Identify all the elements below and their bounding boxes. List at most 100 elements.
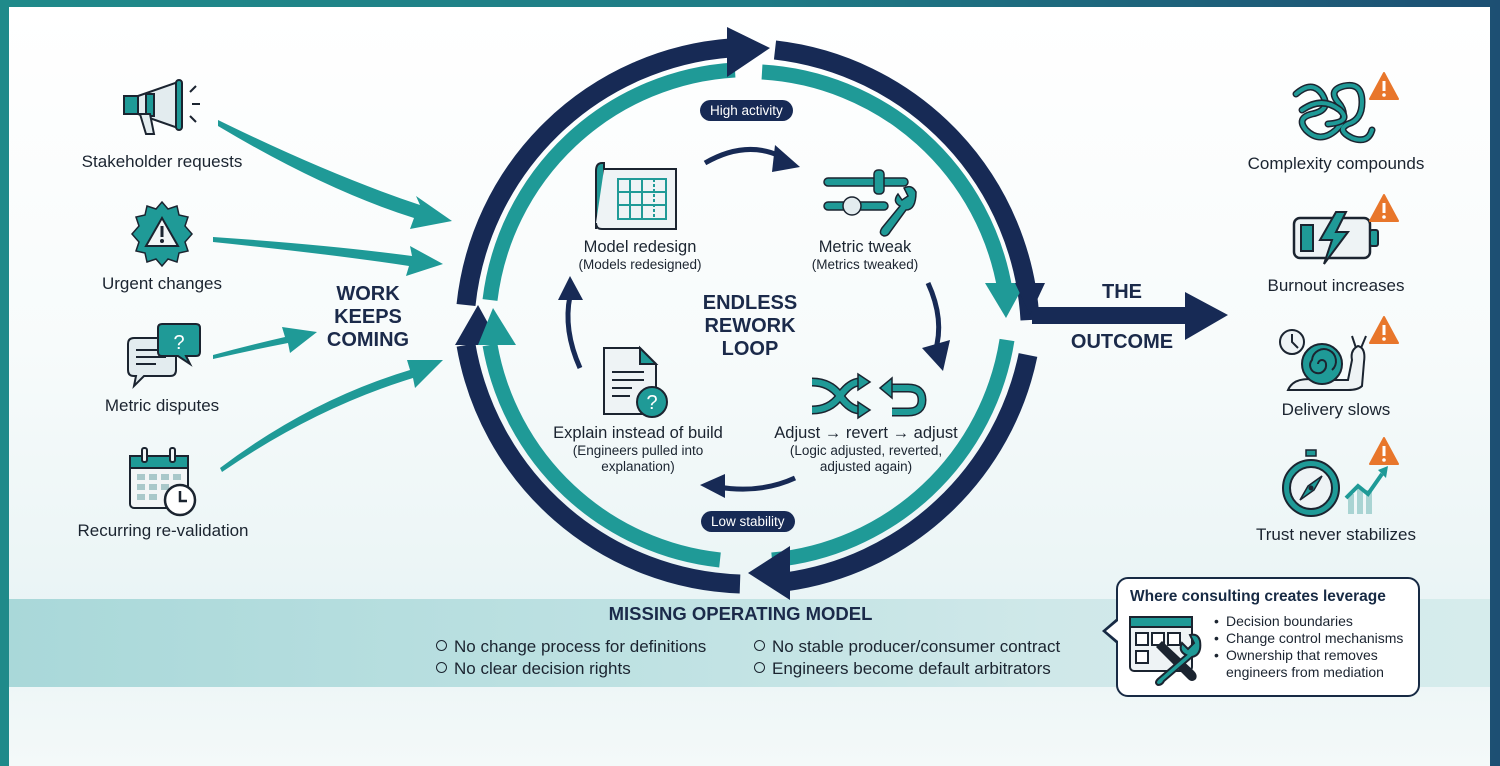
warning-icon	[1369, 316, 1399, 344]
step-subtitle: (Engineers pulled into	[572, 443, 704, 458]
step-subtitle: (Metrics tweaked)	[811, 257, 919, 272]
step-subtitle: (Models redesigned)	[578, 257, 702, 272]
input-label: Metric disputes	[104, 396, 220, 415]
work-keeps-coming-heading: WORK KEEPS COMING	[318, 283, 418, 352]
arrowhead-top	[727, 27, 770, 77]
outcome-label: Complexity compounds	[1247, 154, 1425, 173]
warning-icon	[1369, 437, 1399, 465]
loop-step-explain: Explain instead of build (Engineers pull…	[540, 424, 736, 475]
callout-item-line: Ownership that removes	[1226, 647, 1378, 663]
callout-item: Change control mechanisms	[1214, 630, 1403, 647]
missing-model-item-text: Engineers become default arbitrators	[772, 659, 1051, 678]
circle-bullet-icon	[754, 662, 765, 673]
arrow-urgent	[213, 237, 443, 276]
calendar-clock-icon	[129, 447, 197, 517]
input-label: Urgent changes	[101, 274, 223, 293]
callout-item-line: engineers from mediation	[1226, 664, 1384, 680]
svg-text:?: ?	[173, 332, 184, 354]
outcome-heading-bottom: OUTCOME	[1070, 331, 1174, 353]
step-title: Metric tweak	[818, 238, 912, 256]
step-subtitle: (Logic adjusted, reverted,	[789, 443, 943, 458]
arrow-revalidation	[220, 360, 443, 472]
step-title: Adjust → revert → adjust	[774, 424, 958, 442]
inner-arrow-bottom	[717, 475, 797, 492]
callout-title: Where consulting creates leverage	[1130, 588, 1386, 605]
outcome-heading-top: THE	[1102, 281, 1142, 303]
inner-ring-top-right	[761, 64, 1013, 292]
circle-bullet-icon	[436, 640, 447, 651]
inner-ring-top-left	[482, 62, 736, 301]
sliders-wrench-icon	[823, 169, 917, 237]
inner-arrowhead-bottom	[700, 474, 725, 498]
step-title: Explain instead of build	[553, 424, 723, 442]
blueprint-grid-icon	[595, 162, 677, 230]
circle-bullet-icon	[754, 640, 765, 651]
loop-title-line: ENDLESS	[702, 292, 798, 314]
outer-ring-bottom-left	[456, 343, 741, 594]
heading-line: COMING	[326, 329, 410, 351]
loop-title-line: REWORK	[704, 315, 796, 337]
warning-icon	[1369, 72, 1399, 100]
arrowhead-left-teal	[478, 308, 516, 345]
loop-step-metric-tweak: Metric tweak (Metrics tweaked)	[790, 238, 940, 273]
shuffle-undo-icon	[811, 372, 927, 420]
callout-list: Decision boundaries Change control mecha…	[1214, 613, 1403, 681]
step-subtitle: explanation)	[601, 459, 675, 474]
megaphone-icon	[123, 79, 200, 135]
document-question-icon: ?	[603, 345, 668, 418]
consulting-callout: Where consulting creates leverage Decisi…	[1116, 577, 1420, 697]
loop-title: ENDLESS REWORK LOOP	[690, 292, 810, 361]
outcome-label: Burnout increases	[1267, 276, 1405, 295]
loop-step-model-redesign: Model redesign (Models redesigned)	[560, 238, 720, 273]
inner-arrowhead-top	[772, 145, 800, 172]
missing-model-item: No change process for definitions	[436, 637, 706, 657]
input-label: Stakeholder requests	[81, 152, 243, 171]
callout-item: Decision boundaries	[1214, 613, 1403, 630]
missing-model-item: Engineers become default arbitrators	[754, 659, 1051, 679]
arrow-stakeholder	[218, 120, 452, 229]
arrowhead-right	[985, 283, 1025, 318]
circle-bullet-icon	[436, 662, 447, 673]
step-title: Model redesign	[583, 238, 697, 256]
inner-arrowhead-left	[558, 276, 583, 300]
arrow-disputes	[213, 327, 317, 359]
input-label: Recurring re-validation	[77, 521, 249, 540]
outer-ring-top-left	[456, 38, 731, 307]
warning-icon	[1369, 194, 1399, 222]
step-subtitle: adjusted again)	[819, 459, 913, 474]
heading-line: KEEPS	[334, 306, 402, 328]
missing-model-item-text: No change process for definitions	[454, 637, 707, 656]
missing-model-item: No clear decision rights	[436, 659, 631, 679]
low-stability-pill: Low stability	[701, 511, 795, 532]
snail-icon	[1279, 329, 1367, 391]
window-tools-icon	[1129, 616, 1202, 687]
loop-step-adjust-revert: Adjust → revert → adjust (Logic adjusted…	[756, 424, 976, 475]
chat-question-icon: ?	[127, 323, 201, 390]
tangle-icon	[1292, 81, 1376, 144]
compass-chart-icon	[1282, 449, 1388, 517]
inner-arrow-top	[703, 146, 782, 166]
outcome-label: Trust never stabilizes	[1256, 525, 1416, 544]
outer-ring-bottom-right	[783, 353, 1038, 592]
low-battery-icon	[1292, 211, 1379, 265]
loop-title-line: LOOP	[721, 338, 779, 360]
outcome-label: Delivery slows	[1281, 400, 1391, 419]
outer-ring-top-right	[773, 40, 1040, 321]
inner-arrowhead-right	[922, 340, 950, 371]
svg-text:?: ?	[646, 392, 657, 414]
warning-badge-icon	[131, 200, 193, 268]
missing-model-item: No stable producer/consumer contract	[754, 637, 1060, 657]
inner-arrow-left	[565, 295, 583, 370]
arrowhead-bottom	[748, 546, 790, 600]
outcome-arrow	[1032, 292, 1228, 340]
missing-model-title: MISSING OPERATING MODEL	[608, 603, 873, 624]
missing-model-item-text: No clear decision rights	[454, 659, 631, 678]
inner-arrow-right	[925, 281, 942, 353]
callout-tail-inner	[1106, 621, 1118, 641]
inner-ring-bottom-left	[482, 343, 721, 568]
inner-ring-bottom-right	[771, 338, 1015, 568]
heading-line: WORK	[336, 283, 400, 305]
